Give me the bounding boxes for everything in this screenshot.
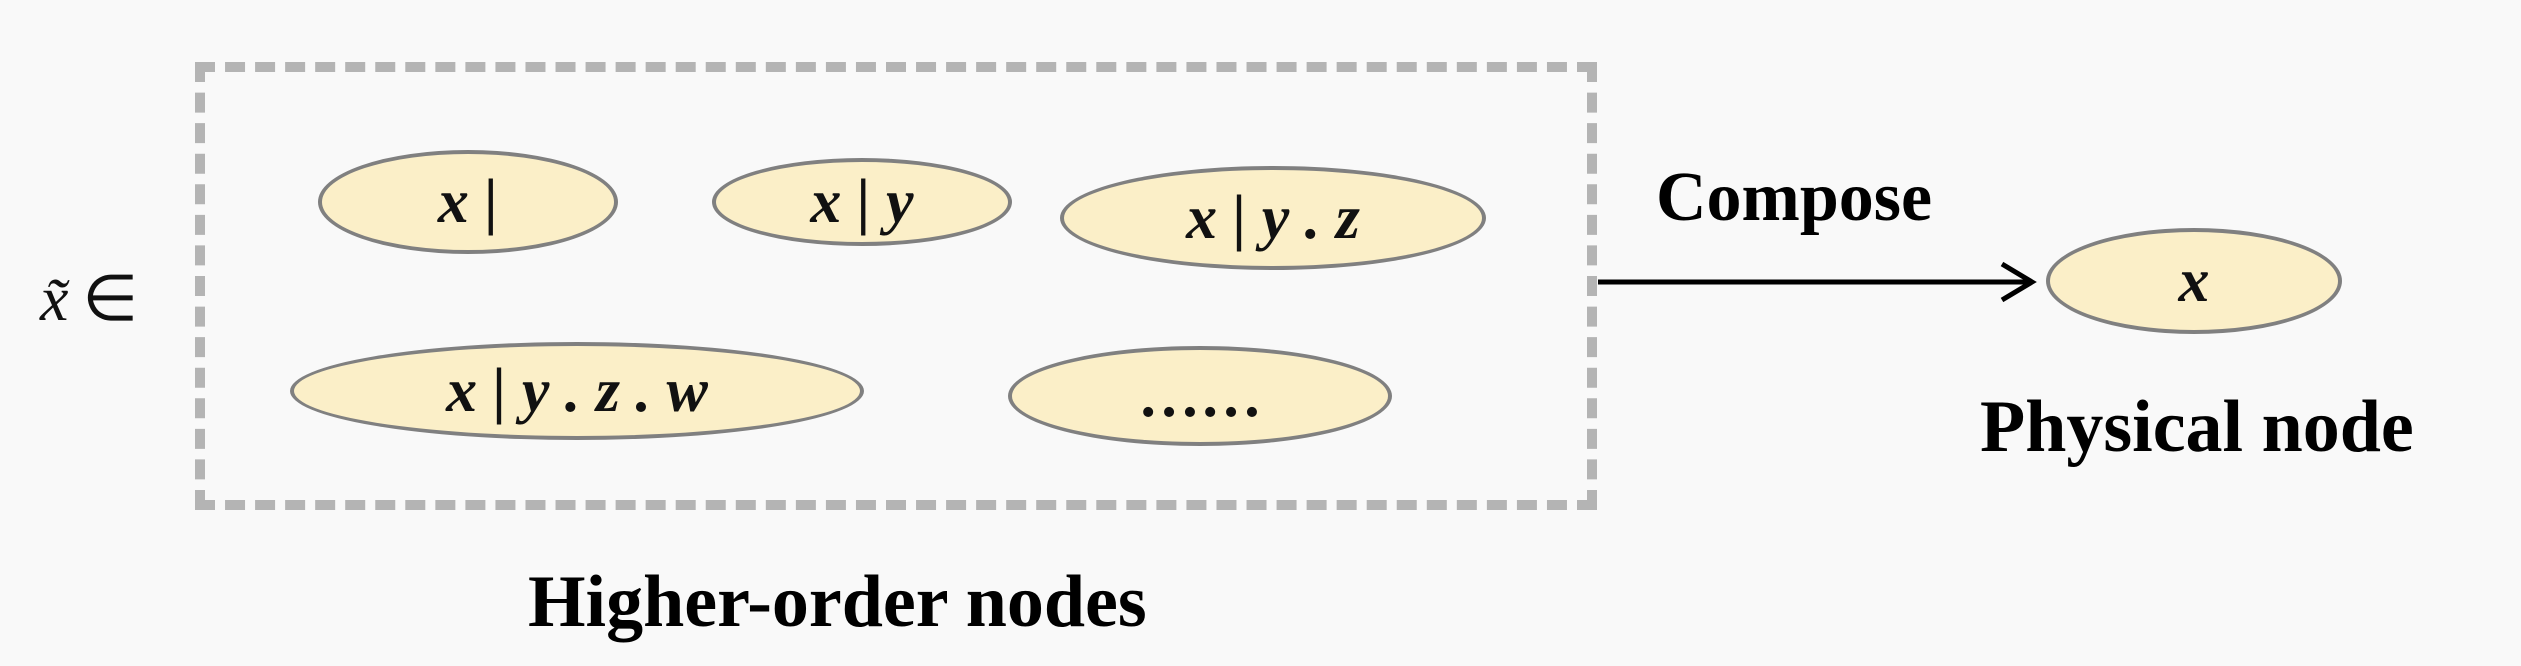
- higher-order-node: x | y: [712, 158, 1012, 246]
- element-of-symbol: ∈: [82, 263, 139, 334]
- higher-order-node: x | y . z . w: [290, 342, 864, 440]
- higher-order-node: x |: [318, 150, 618, 254]
- higher-order-nodes-caption: Higher-order nodes: [528, 561, 1147, 643]
- higher-order-node: x | y . z: [1060, 166, 1486, 270]
- compose-label: Compose: [1656, 159, 1933, 236]
- set-membership-label: x̃∈: [40, 262, 138, 336]
- physical-node: x: [2046, 228, 2342, 334]
- higher-order-nodes-group: [195, 62, 1597, 510]
- x-tilde-variable: x̃: [40, 263, 69, 334]
- physical-node-caption: Physical node: [1980, 386, 2414, 468]
- higher-order-node-ellipsis: ……: [1008, 346, 1392, 446]
- compose-arrow: [1598, 261, 2037, 303]
- arrow-head-icon: [2000, 261, 2037, 303]
